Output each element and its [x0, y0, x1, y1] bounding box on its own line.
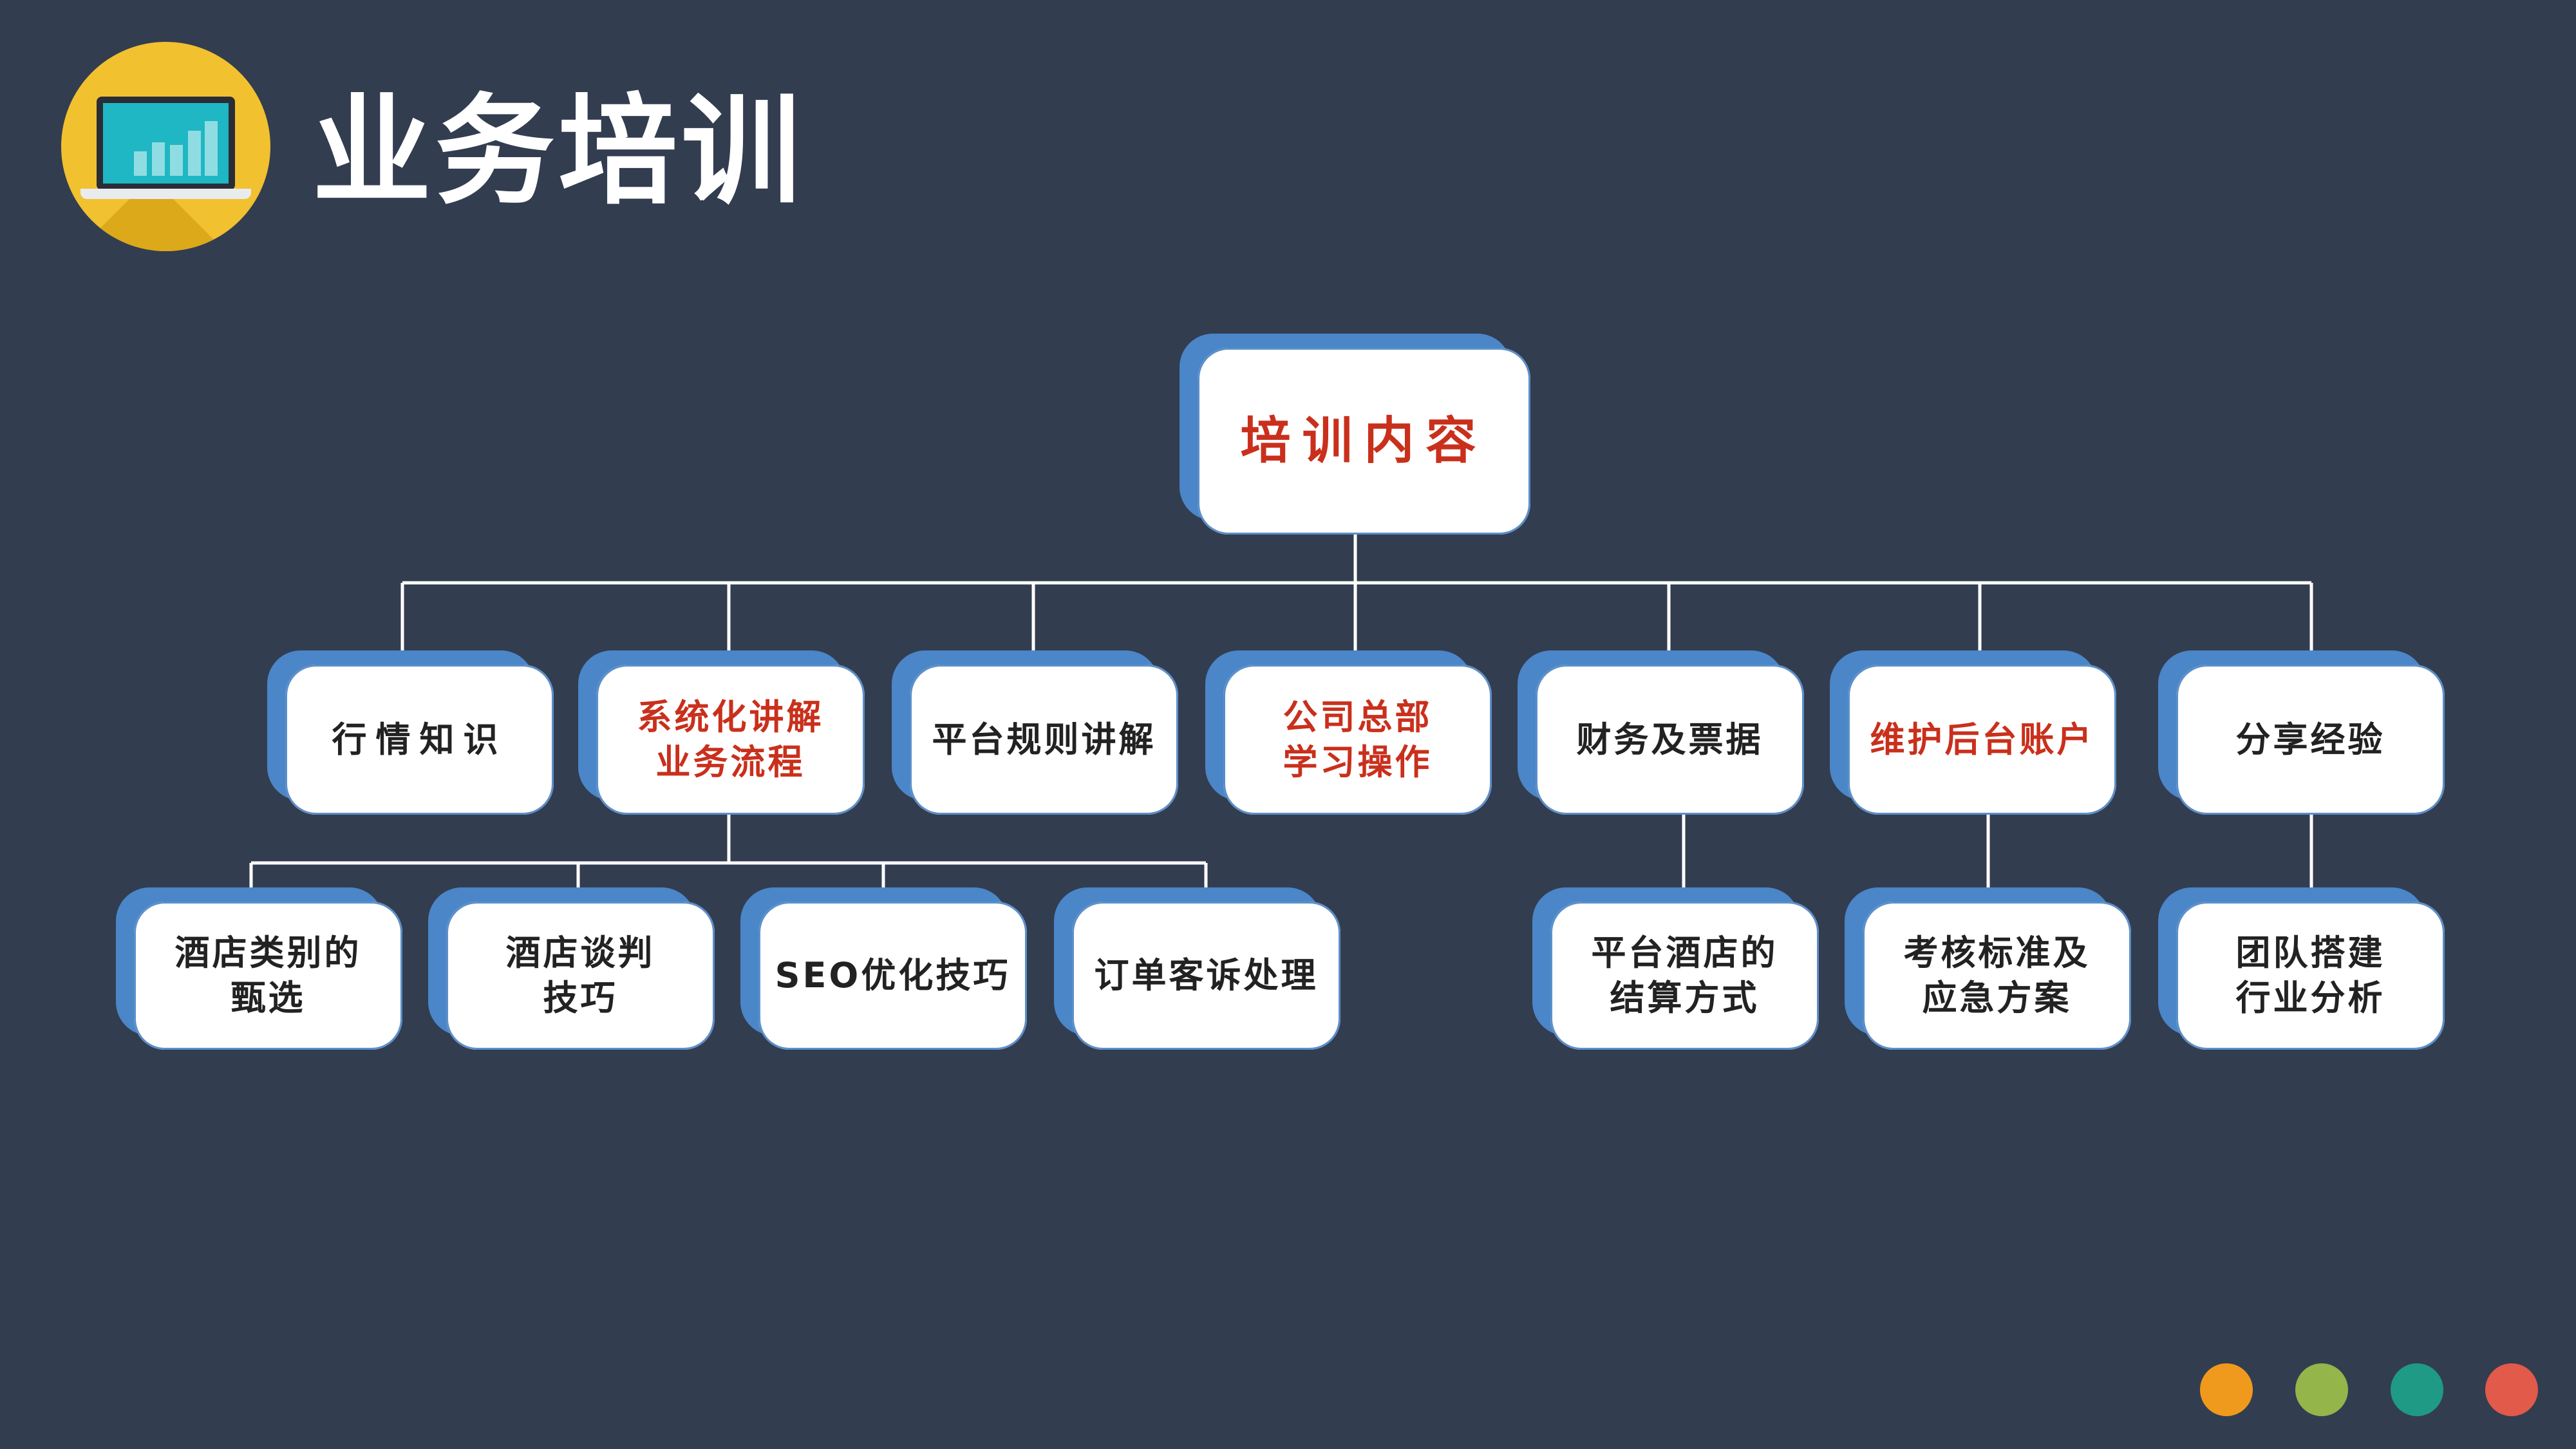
node-assessment: 考核标准及 应急方案 — [1845, 887, 2131, 1050]
root-node: 培训内容 — [1180, 334, 1530, 535]
node-label: SEO优化技巧 — [775, 955, 1011, 996]
node-label: 甄选 — [230, 978, 306, 1018]
footer-dot-orange — [2200, 1363, 2253, 1416]
laptop-chart-icon — [61, 42, 270, 251]
footer-dot-teal — [2391, 1363, 2443, 1416]
node-settlement: 平台酒店的 结算方式 — [1532, 887, 1819, 1050]
node-label: 酒店谈判 — [505, 933, 655, 973]
footer-dot-green — [2295, 1363, 2348, 1416]
page-title: 业务培训 — [312, 82, 804, 221]
node-label: 公司总部 — [1283, 696, 1433, 737]
node-business-process: 系统化讲解 业务流程 — [578, 650, 865, 815]
node-label: 维护后台账户 — [1870, 719, 2094, 760]
node-label: 平台酒店的 — [1591, 933, 1778, 973]
node-label: 业务流程 — [655, 741, 805, 782]
node-label: 应急方案 — [1922, 978, 2072, 1018]
node-label: 系统化讲解 — [637, 696, 824, 737]
node-hq-learning: 公司总部 学习操作 — [1205, 650, 1492, 815]
node-team-building: 团队搭建 行业分析 — [2158, 887, 2445, 1050]
node-finance: 财务及票据 — [1518, 650, 1804, 815]
node-hotel-selection: 酒店类别的 甄选 — [116, 887, 402, 1050]
node-label: 团队搭建 — [2235, 933, 2385, 973]
node-market-knowledge: 行情知识 — [267, 650, 554, 815]
node-negotiation: 酒店谈判 技巧 — [428, 887, 715, 1050]
node-label: 行情知识 — [332, 719, 507, 760]
node-label: 行业分析 — [2235, 978, 2385, 1018]
node-label: 学习操作 — [1283, 741, 1433, 782]
node-share-experience: 分享经验 — [2158, 650, 2445, 815]
footer-dot-red — [2485, 1363, 2538, 1416]
node-order-complaints: 订单客诉处理 — [1054, 887, 1340, 1050]
node-label: 平台规则讲解 — [932, 719, 1156, 760]
node-backend-accounts: 维护后台账户 — [1830, 650, 2116, 815]
node-seo: SEO优化技巧 — [740, 887, 1027, 1050]
node-label: 财务及票据 — [1576, 719, 1763, 760]
node-label: 考核标准及 — [1903, 933, 2091, 973]
node-label: 技巧 — [543, 978, 618, 1018]
node-label: 分享经验 — [2235, 719, 2385, 760]
root-node-label: 培训内容 — [1240, 412, 1488, 470]
node-label: 结算方式 — [1610, 978, 1760, 1018]
node-platform-rules: 平台规则讲解 — [892, 650, 1178, 815]
node-label: 订单客诉处理 — [1094, 955, 1319, 996]
node-label: 酒店类别的 — [174, 933, 362, 973]
